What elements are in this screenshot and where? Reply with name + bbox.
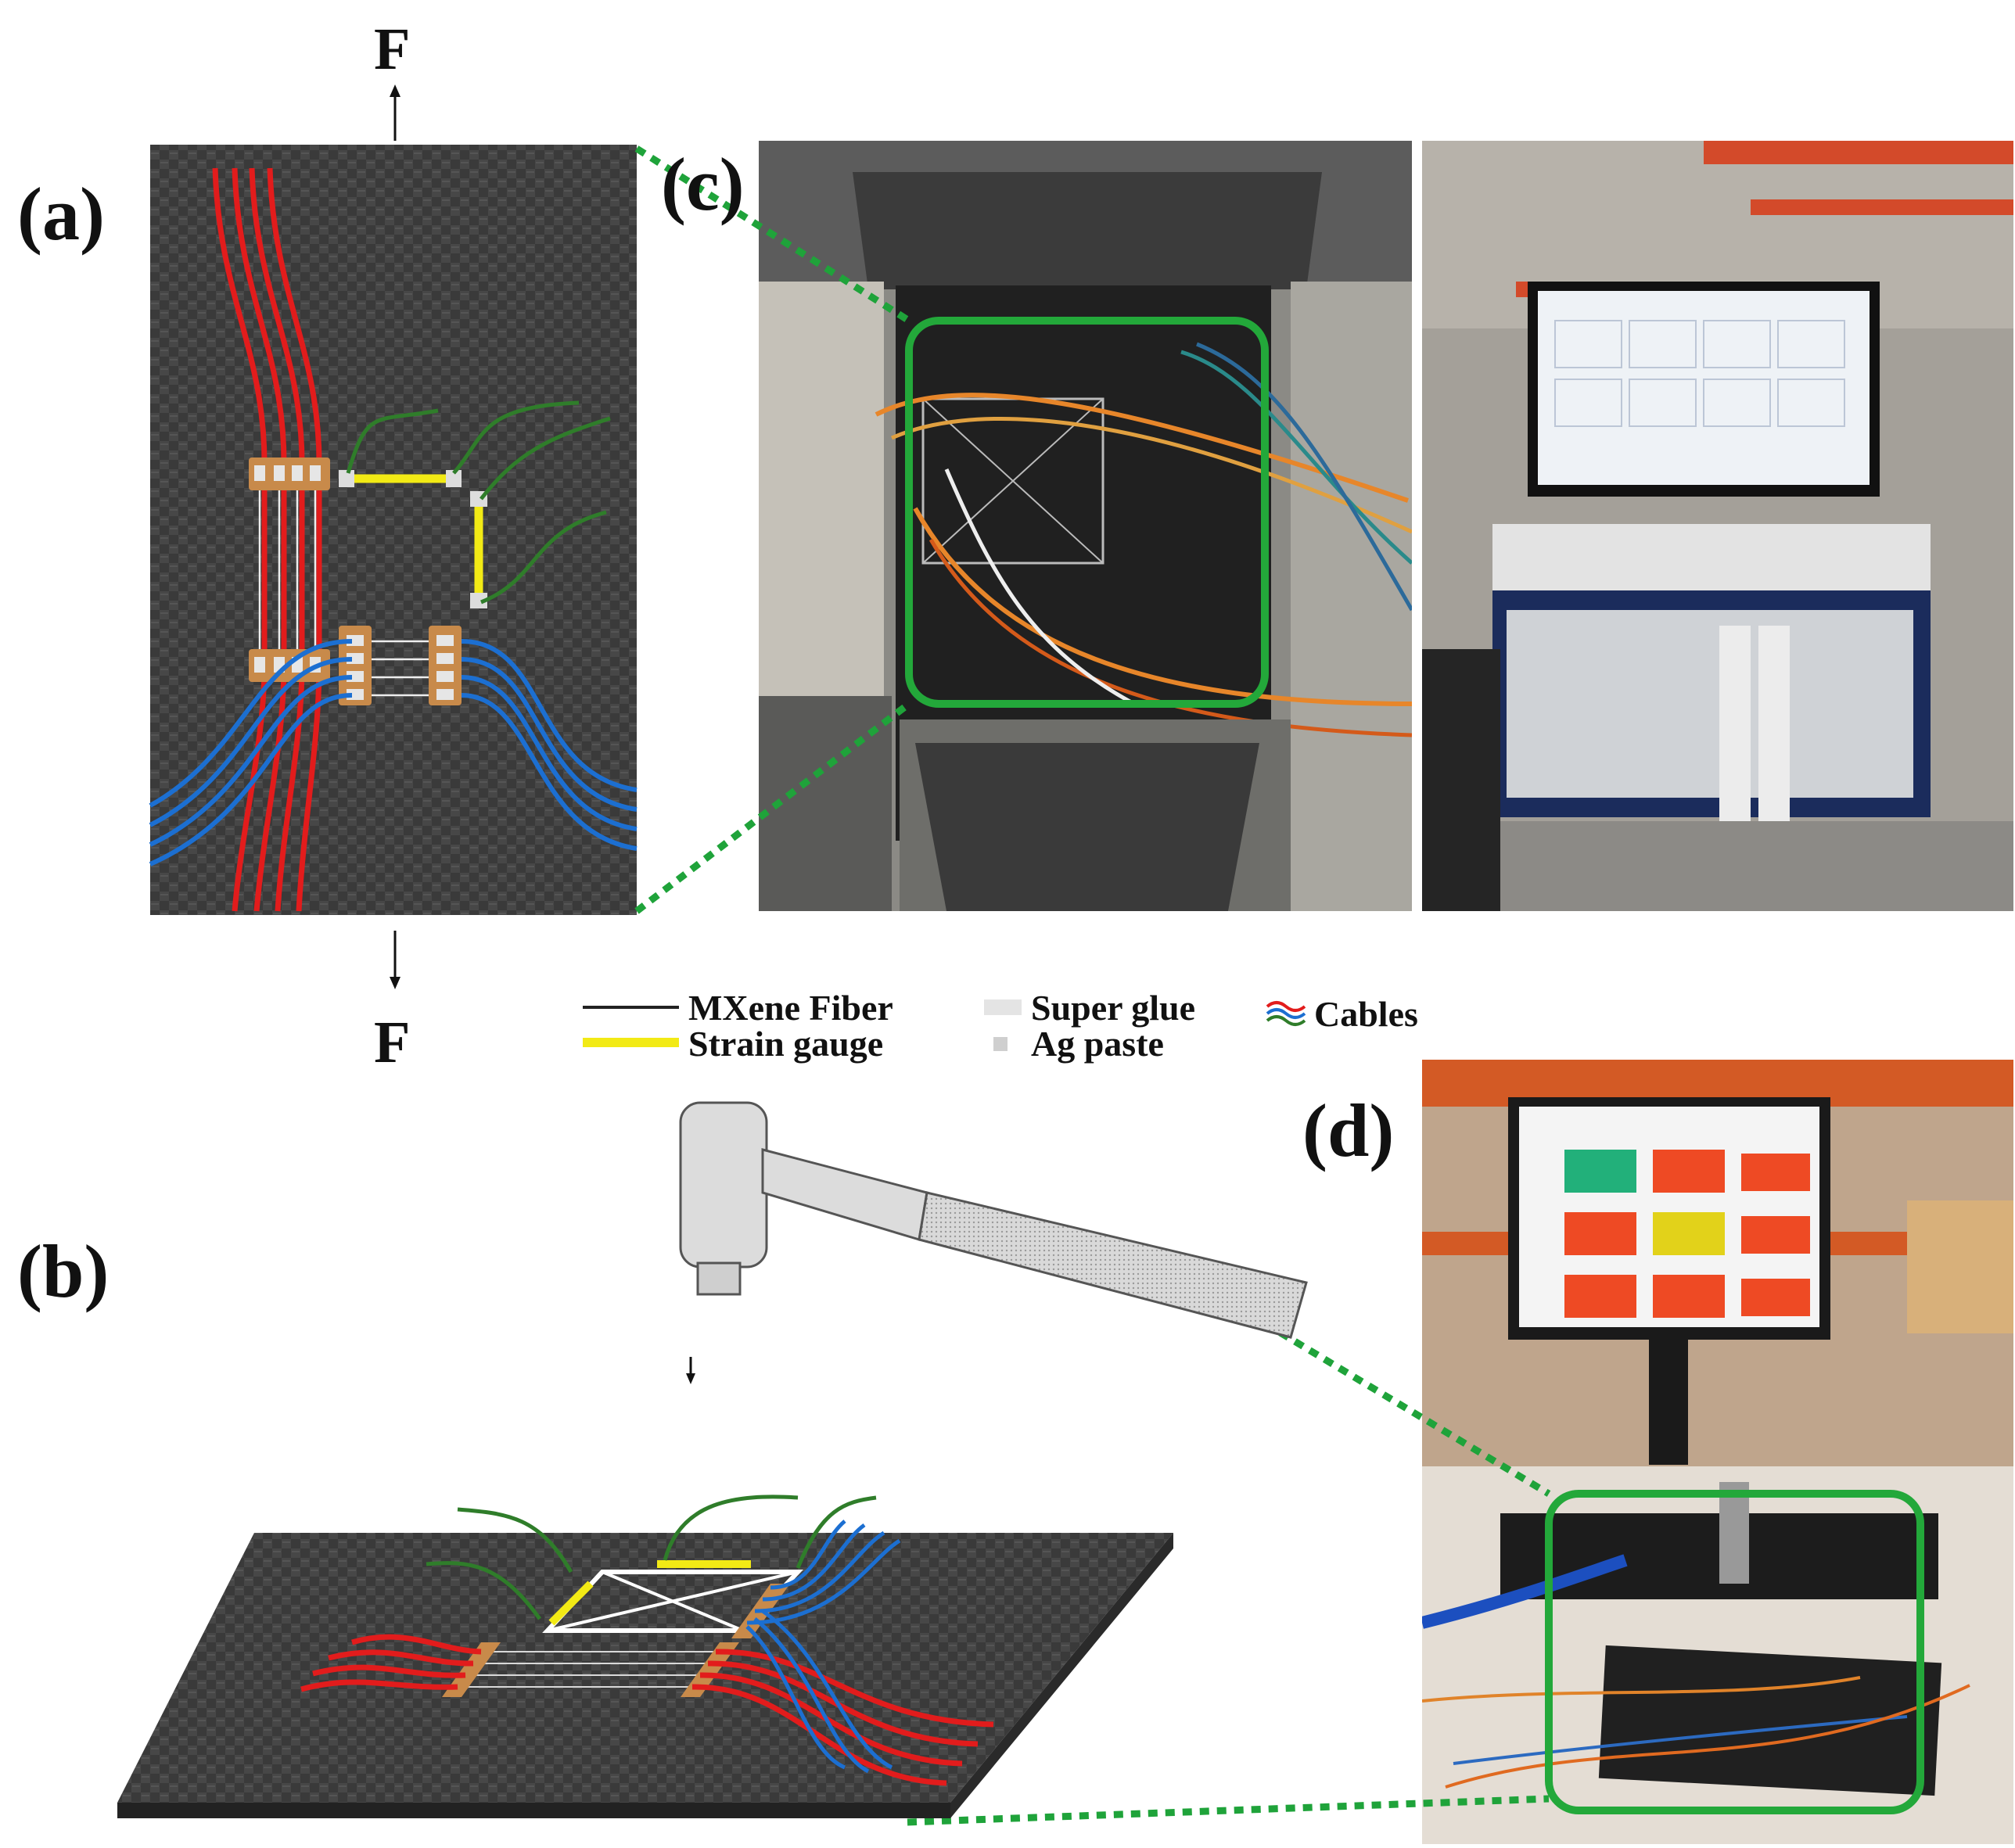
- green-leads-a: [346, 400, 611, 605]
- impact-arrow: [686, 1357, 695, 1384]
- legend-cables-label: Cables: [1314, 994, 1418, 1034]
- panel-label-d: (d): [1302, 1089, 1395, 1172]
- legend-ag-paste-label: Ag paste: [1031, 1024, 1164, 1064]
- force-arrow-top: [390, 84, 400, 141]
- force-label-top: F: [374, 16, 411, 82]
- legend-mxene-label: MXene Fiber: [688, 988, 893, 1028]
- highlight-box-c: [905, 317, 1269, 708]
- highlight-box-d: [1545, 1490, 1924, 1814]
- mxene-fibers-vertical: [258, 473, 317, 665]
- legend-strain-gauge-label: Strain gauge: [688, 1024, 884, 1064]
- panel-label-a: (a): [17, 172, 105, 256]
- photo-impact-test: [1422, 1060, 2013, 1844]
- strain-gauges-a: [339, 470, 487, 608]
- legend-super-glue-label: Super glue: [1031, 988, 1196, 1028]
- panel-label-c: (c): [661, 142, 745, 226]
- legend-ag-paste-swatch: [993, 1037, 1008, 1051]
- force-arrow-bottom: [390, 931, 400, 989]
- force-label-bottom: F: [374, 1010, 411, 1075]
- panel-label-b: (b): [17, 1229, 110, 1313]
- photo-tensile-grip: [759, 141, 1412, 911]
- impact-hammer: [679, 1101, 1308, 1339]
- photo-daq-setup: [1422, 141, 2013, 911]
- legend-super-glue-swatch: [984, 999, 1022, 1015]
- blue-cables-a: [149, 639, 638, 867]
- legend-cables-swatch: [1266, 1001, 1306, 1026]
